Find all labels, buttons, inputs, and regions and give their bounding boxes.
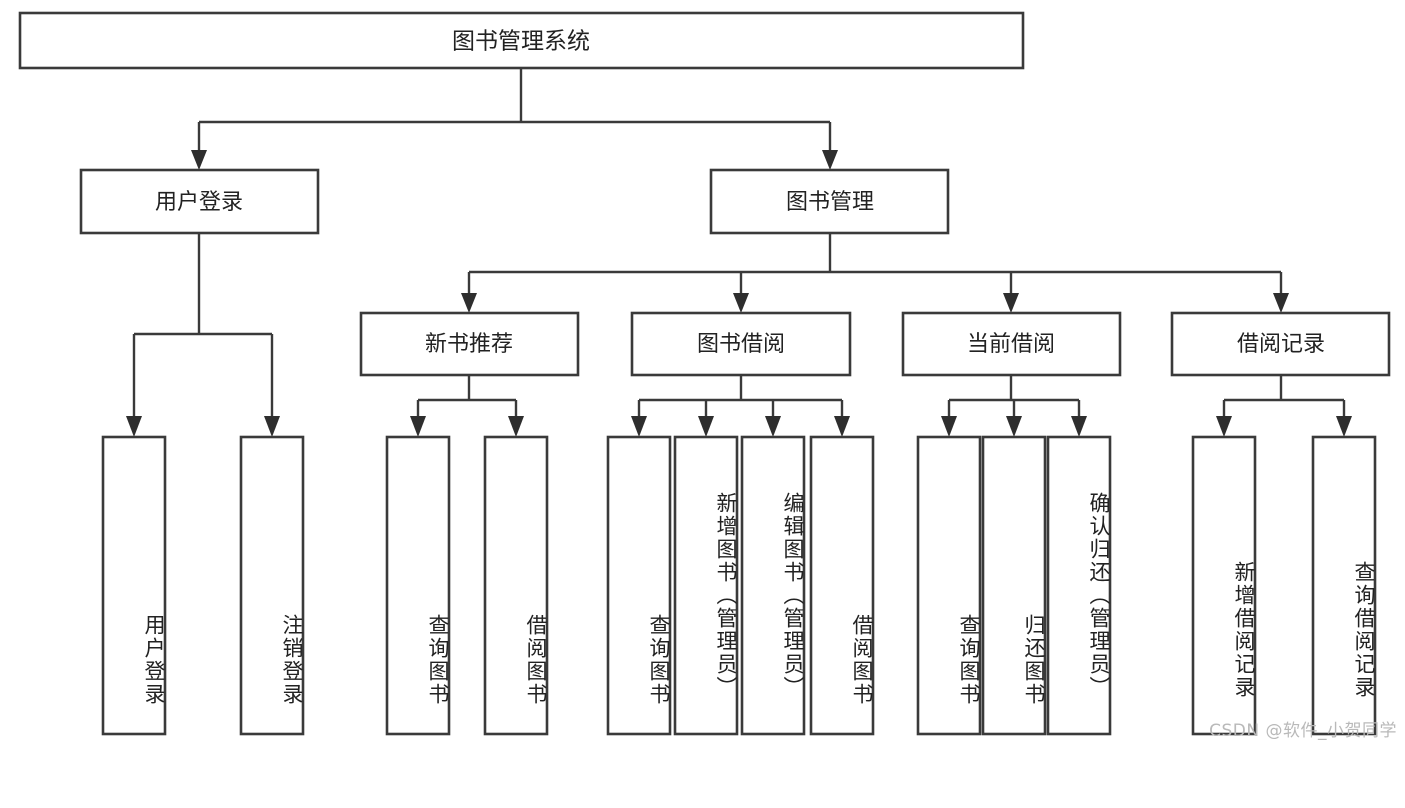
borrow-record-label: 借阅记录: [1237, 332, 1325, 357]
leaf-box-current-borrow-1[interactable]: [981, 435, 1047, 736]
arrow-head-icon: [461, 293, 477, 313]
leaf-box-user-login-1[interactable]: [239, 435, 305, 736]
arrow-head-icon: [1006, 416, 1022, 437]
arrow-head-icon: [698, 416, 714, 437]
arrow-head-icon: [631, 416, 647, 437]
arrow-head-icon: [1216, 416, 1232, 437]
current-borrow-label: 当前借阅: [967, 332, 1055, 357]
connector-new-book-recommend-to-leaves: [410, 375, 524, 437]
leaf-box-book-borrow-3[interactable]: [809, 435, 875, 736]
arrow-head-icon: [1003, 293, 1019, 313]
arrow-head-icon: [508, 416, 524, 437]
csdn-watermark: CSDN @软件_小贺同学: [1209, 721, 1397, 741]
connector-borrow-record-to-leaves: [1216, 375, 1352, 437]
node-current-borrow[interactable]: 当前借阅: [901, 311, 1122, 377]
arrow-head-icon: [1273, 293, 1289, 313]
leaf-box-borrow-record-1[interactable]: [1311, 435, 1377, 736]
connector-user-login-to-leaves: [126, 233, 280, 437]
arrow-head-icon: [941, 416, 957, 437]
root-label: 图书管理系统: [452, 29, 590, 55]
flowchart-diagram: 图书管理系统 用户登录 图书管理: [18, 11, 1397, 741]
leaf-box-book-borrow-2[interactable]: [740, 435, 806, 736]
arrow-head-icon: [126, 416, 142, 437]
leaf-box-book-borrow-0[interactable]: [606, 435, 672, 736]
leaf-box-user-login-0[interactable]: [101, 435, 167, 736]
user-login-box: [79, 168, 320, 235]
arrow-head-icon: [765, 416, 781, 437]
arrow-head-icon: [1336, 416, 1352, 437]
arrow-head-icon: [191, 150, 207, 170]
leaf-box-current-borrow-0[interactable]: [916, 435, 982, 736]
arrow-head-icon: [410, 416, 426, 437]
leaf-box-borrow-record-0[interactable]: [1191, 435, 1257, 736]
connector-book-borrow-to-leaves: [631, 375, 850, 437]
arrow-head-icon: [733, 293, 749, 313]
node-new-book-recommend[interactable]: 新书推荐: [359, 311, 580, 377]
node-user-login[interactable]: 用户登录: [79, 168, 320, 235]
node-root[interactable]: 图书管理系统: [18, 11, 1025, 70]
arrow-head-icon: [1071, 416, 1087, 437]
node-book-borrow[interactable]: 图书借阅: [630, 311, 852, 377]
book-borrow-label: 图书借阅: [697, 332, 785, 357]
book-management-label: 图书管理: [786, 190, 874, 215]
leaf-box-new-book-1[interactable]: [483, 435, 549, 736]
new-book-recommend-box: [359, 311, 580, 377]
leaf-box-current-borrow-2[interactable]: [1046, 435, 1112, 736]
node-book-management[interactable]: 图书管理: [709, 168, 950, 235]
connector-root-to-level1: [191, 68, 838, 170]
arrow-head-icon: [834, 416, 850, 437]
user-login-label: 用户登录: [155, 190, 243, 215]
leaf-box-book-borrow-1[interactable]: [673, 435, 739, 736]
connector-book-management-to-level2: [461, 233, 1289, 313]
new-book-recommend-label: 新书推荐: [425, 332, 513, 357]
arrow-head-icon: [822, 150, 838, 170]
node-borrow-record[interactable]: 借阅记录: [1170, 311, 1391, 377]
connector-current-borrow-to-leaves: [941, 375, 1087, 437]
arrow-head-icon: [264, 416, 280, 437]
current-borrow-box: [901, 311, 1122, 377]
root-box: [18, 11, 1025, 70]
flowchart-canvas: 图书管理系统 用户登录 图书管理: [18, 11, 1391, 736]
leaf-box-new-book-0[interactable]: [385, 435, 451, 736]
